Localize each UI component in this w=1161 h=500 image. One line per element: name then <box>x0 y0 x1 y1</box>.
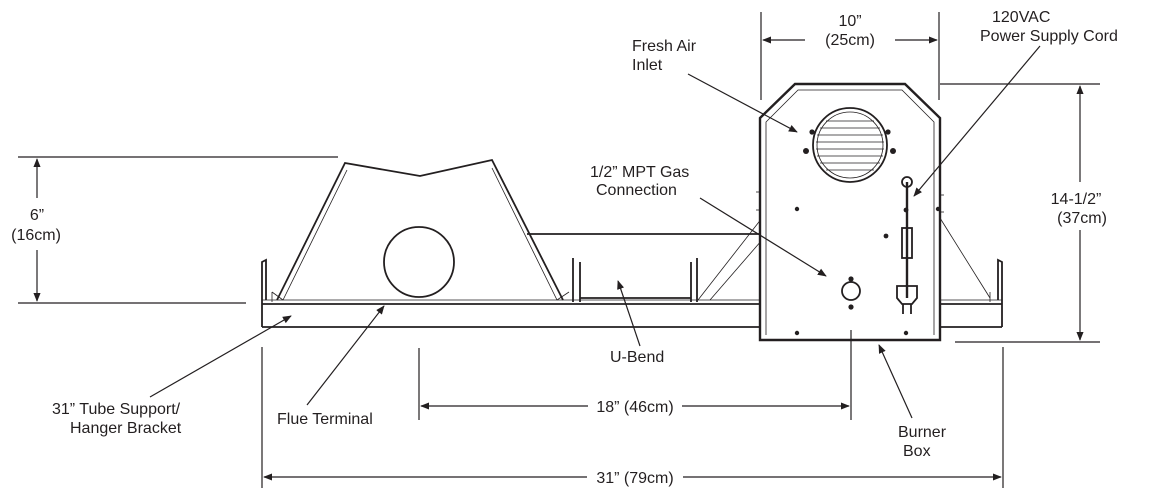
box-height-cm: (37cm) <box>1057 210 1107 227</box>
flue-terminal-label: Flue Terminal <box>277 411 373 428</box>
heater-assembly <box>261 82 1003 342</box>
power-cord <box>883 176 918 314</box>
callout-u-bend: U-Bend <box>610 280 664 366</box>
flue-terminal-hood <box>271 158 570 301</box>
dimension-box-width: 10” (25cm) <box>760 12 940 100</box>
power-label-line2: Power Supply Cord <box>980 28 1118 45</box>
burner-box <box>756 82 944 342</box>
burner-label-line1: Burner <box>898 424 947 441</box>
dimension-center-span: 18” (46cm) <box>418 330 852 420</box>
left-height-inches: 6” <box>30 207 44 224</box>
callout-gas-connection: 1/2” MPT Gas Connection <box>590 164 827 277</box>
gas-label-line1: 1/2” MPT Gas <box>590 164 689 181</box>
tube-support-label-line2: Hanger Bracket <box>70 420 182 437</box>
callout-flue-terminal: Flue Terminal <box>277 305 385 428</box>
fresh-air-grille <box>803 107 896 183</box>
fresh-air-label-line2: Inlet <box>632 57 663 74</box>
burner-label-line2: Box <box>903 443 931 460</box>
u-bend-label: U-Bend <box>610 349 664 366</box>
dimension-left-height: 6” (16cm) <box>11 156 338 304</box>
left-height-cm: (16cm) <box>11 227 61 244</box>
callout-burner-box: Burner Box <box>878 344 947 460</box>
total-span-text: 31” (79cm) <box>596 470 673 487</box>
u-bend-section <box>527 217 991 302</box>
center-span-text: 18” (46cm) <box>596 399 673 416</box>
gas-connection-fitting <box>841 276 861 310</box>
gas-label-line2: Connection <box>596 182 677 199</box>
callout-power-supply: 120VAC Power Supply Cord <box>913 9 1118 197</box>
dimension-total-span: 31” (79cm) <box>261 347 1004 488</box>
callout-tube-support: 31” Tube Support/ Hanger Bracket <box>52 315 292 437</box>
dimension-box-height: 14-1/2” (37cm) <box>940 83 1107 343</box>
box-width-inches: 10” <box>838 13 861 30</box>
callout-fresh-air-inlet: Fresh Air Inlet <box>632 38 798 133</box>
power-label-line1: 120VAC <box>992 9 1050 26</box>
tube-support-label-line1: 31” Tube Support/ <box>52 401 181 418</box>
box-width-cm: (25cm) <box>825 32 875 49</box>
box-height-inches: 14-1/2” <box>1051 191 1102 208</box>
fresh-air-label-line1: Fresh Air <box>632 38 697 55</box>
